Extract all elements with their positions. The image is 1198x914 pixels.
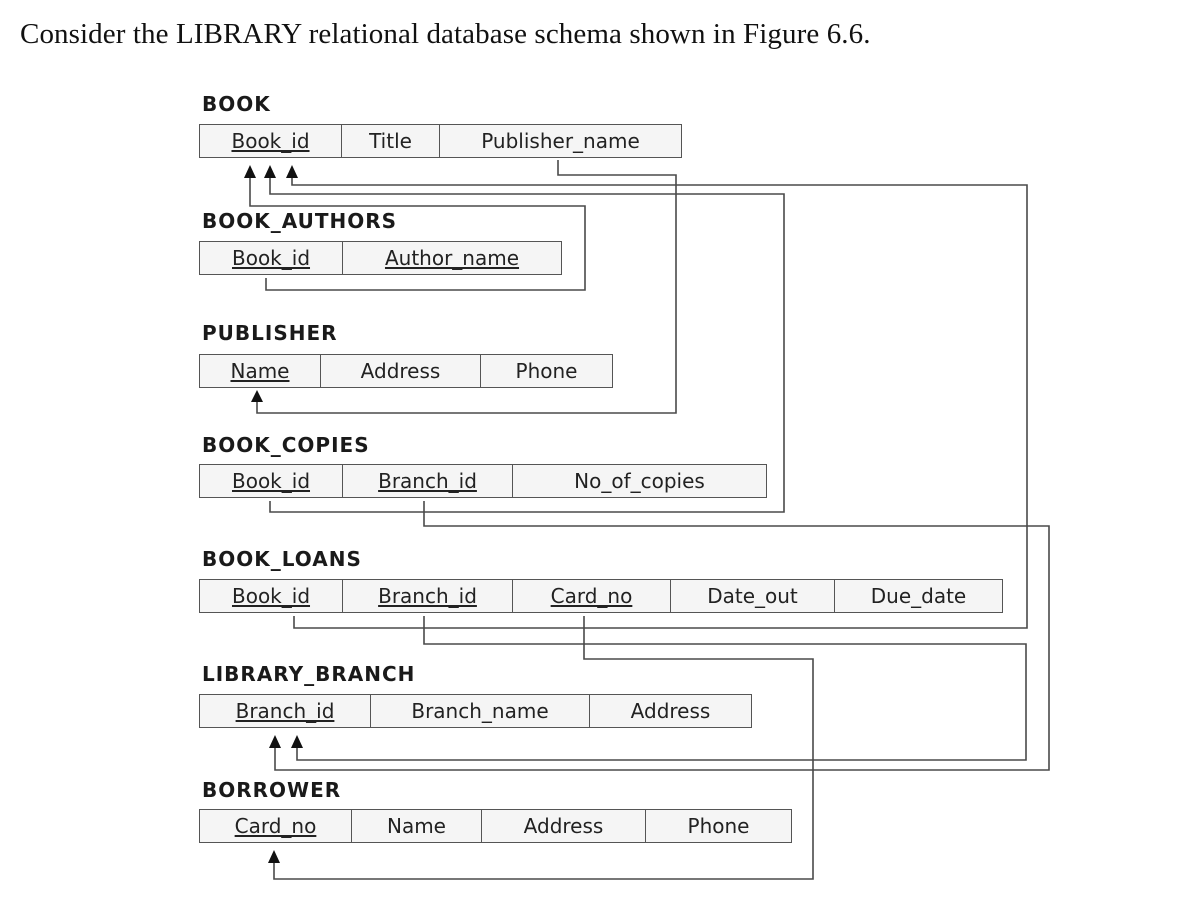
relation-borrower: Card_no Name Address Phone bbox=[199, 809, 792, 843]
fk-book-copies-branch-id-line bbox=[274, 501, 1050, 771]
fk-book-loans-branch-id-line bbox=[296, 616, 1027, 761]
intro-text: Consider the LIBRARY relational database… bbox=[20, 18, 871, 50]
relation-book-authors: Book_id Author_name bbox=[199, 241, 562, 275]
book-title-attr: Title bbox=[342, 125, 440, 157]
relation-name-library-branch: LIBRARY_BRANCH bbox=[202, 662, 416, 686]
book-loans-card-no-attr: Card_no bbox=[513, 580, 671, 612]
book-loans-date-out-attr: Date_out bbox=[671, 580, 835, 612]
fk-book-loans-book-id-line bbox=[291, 178, 1028, 629]
book-loans-due-date-attr: Due_date bbox=[835, 580, 1003, 612]
publisher-phone-attr: Phone bbox=[481, 355, 613, 387]
relation-book: Book_id Title Publisher_name bbox=[199, 124, 682, 158]
relation-name-borrower: BORROWER bbox=[202, 778, 342, 802]
book-publisher-name-attr: Publisher_name bbox=[440, 125, 682, 157]
fk-book-loans-card-no-line bbox=[273, 616, 814, 880]
book-book-id-attr: Book_id bbox=[200, 125, 342, 157]
arrowhead-icon bbox=[264, 165, 276, 178]
relation-name-book-authors: BOOK_AUTHORS bbox=[202, 209, 398, 233]
relation-library-branch: Branch_id Branch_name Address bbox=[199, 694, 752, 728]
book-loans-branch-id-attr: Branch_id bbox=[343, 580, 513, 612]
borrower-phone-attr: Phone bbox=[646, 810, 792, 842]
book-copies-no-of-copies-attr: No_of_copies bbox=[513, 465, 767, 497]
borrower-name-attr: Name bbox=[352, 810, 482, 842]
relation-publisher: Name Address Phone bbox=[199, 354, 613, 388]
library-branch-branch-id-attr: Branch_id bbox=[200, 695, 371, 727]
relation-name-book: BOOK bbox=[202, 92, 271, 116]
arrowhead-icon bbox=[286, 165, 298, 178]
borrower-address-attr: Address bbox=[482, 810, 646, 842]
arrowhead-icon bbox=[291, 735, 303, 748]
relation-name-book-copies: BOOK_COPIES bbox=[202, 433, 370, 457]
fk-book-copies-book-id-line bbox=[269, 178, 785, 513]
borrower-card-no-attr: Card_no bbox=[200, 810, 352, 842]
arrowhead-icon bbox=[268, 850, 280, 863]
relation-book-loans: Book_id Branch_id Card_no Date_out Due_d… bbox=[199, 579, 1003, 613]
publisher-name-attr: Name bbox=[200, 355, 321, 387]
relation-name-book-loans: BOOK_LOANS bbox=[202, 547, 362, 571]
relation-name-publisher: PUBLISHER bbox=[202, 321, 338, 345]
book-loans-book-id-attr: Book_id bbox=[200, 580, 343, 612]
arrowhead-icon bbox=[251, 390, 263, 402]
book-authors-book-id-attr: Book_id bbox=[200, 242, 343, 274]
fk-book-publisher-name-line bbox=[256, 160, 677, 414]
arrowhead-icon bbox=[244, 165, 256, 178]
library-branch-branch-name-attr: Branch_name bbox=[371, 695, 590, 727]
library-branch-address-attr: Address bbox=[590, 695, 752, 727]
relation-book-copies: Book_id Branch_id No_of_copies bbox=[199, 464, 767, 498]
book-copies-book-id-attr: Book_id bbox=[200, 465, 343, 497]
arrowhead-icon bbox=[269, 735, 281, 748]
book-authors-author-name-attr: Author_name bbox=[343, 242, 562, 274]
book-copies-branch-id-attr: Branch_id bbox=[343, 465, 513, 497]
fk-book-authors-book-id-line bbox=[249, 178, 586, 291]
publisher-address-attr: Address bbox=[321, 355, 481, 387]
